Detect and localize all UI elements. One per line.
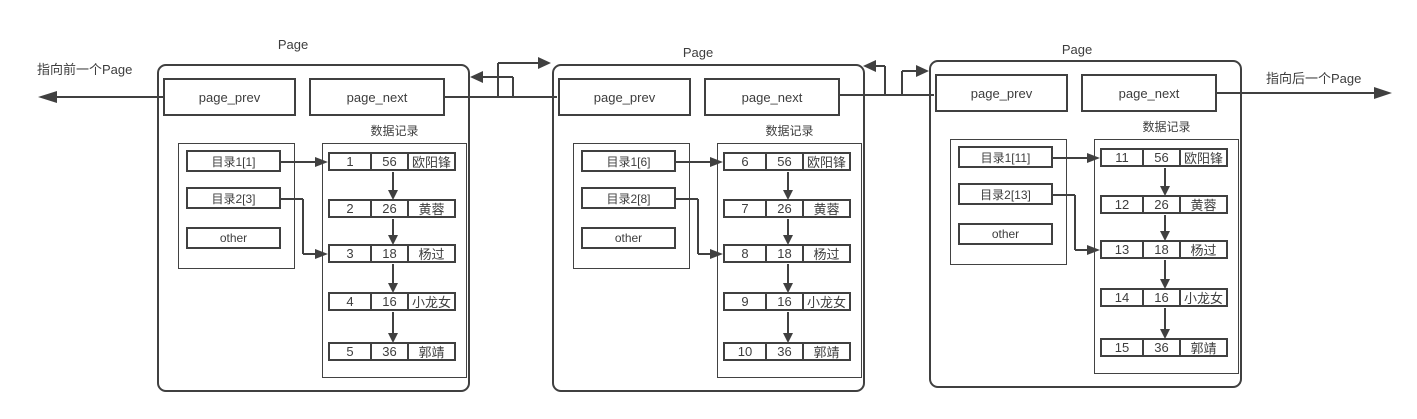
record-cell: 欧阳锋 [411, 155, 451, 170]
record-cell: 56 [372, 154, 409, 169]
page-box: page_prev page_next 数据记录 目录1[11] 目录2[13]… [929, 60, 1242, 388]
directory-entry-2: 目录2[8] [581, 187, 676, 209]
record-cell: 小龙女 [1183, 291, 1223, 306]
record-cell: 5 [330, 344, 372, 359]
record-cell: 郭靖 [418, 345, 445, 360]
directory-container: 目录1[1] 目录2[3] other [178, 143, 295, 269]
record-cell: 6 [725, 154, 767, 169]
page-title: Page [277, 37, 309, 52]
records-title: 数据记录 [370, 124, 419, 138]
record-cell: 12 [1102, 197, 1144, 212]
record-cell: 欧阳锋 [806, 155, 846, 170]
record-cell: 郭靖 [813, 345, 840, 360]
next-page-pointer-label: 指向后一个Page [1266, 71, 1362, 86]
record-cell: 黄蓉 [418, 202, 445, 217]
record-cell: 郭靖 [1190, 341, 1217, 356]
records-title: 数据记录 [1142, 120, 1191, 134]
record-cell: 36 [372, 344, 409, 359]
directory-entry-1: 目录1[11] [958, 146, 1053, 168]
record-cell: 36 [767, 344, 804, 359]
page-prev-field: page_prev [558, 78, 691, 116]
directory-container: 目录1[11] 目录2[13] other [950, 139, 1067, 265]
page-box: page_prev page_next 数据记录 目录1[1] 目录2[3] o… [157, 64, 470, 392]
record-cell: 3 [330, 246, 372, 261]
record-cell: 1 [330, 154, 372, 169]
record-cell: 杨过 [418, 247, 445, 262]
page-next-field: page_next [704, 78, 840, 116]
record-cell: 黄蓉 [813, 202, 840, 217]
record-cell: 26 [767, 201, 804, 216]
record-cell: 4 [330, 294, 372, 309]
record-cell: 10 [725, 344, 767, 359]
page-next-field: page_next [1081, 74, 1217, 112]
record-cell: 18 [1144, 242, 1181, 257]
page-prev-field: page_prev [935, 74, 1068, 112]
record-cell: 26 [372, 201, 409, 216]
directory-entry-other: other [581, 227, 676, 249]
record-cell: 11 [1102, 150, 1144, 165]
record-cell: 26 [1144, 197, 1181, 212]
page-next-field: page_next [309, 78, 445, 116]
record-cell: 18 [767, 246, 804, 261]
prev-page-arrow-head [38, 91, 57, 103]
page-title: Page [1061, 42, 1093, 57]
link1-next-arrow-head [538, 57, 551, 69]
records-title: 数据记录 [765, 124, 814, 138]
record-cell: 15 [1102, 340, 1144, 355]
page-title: Page [682, 45, 714, 60]
record-cell: 16 [372, 294, 409, 309]
directory-entry-other: other [186, 227, 281, 249]
record-cell: 56 [1144, 150, 1181, 165]
page-prev-field: page_prev [163, 78, 296, 116]
record-cell: 黄蓉 [1190, 198, 1217, 213]
prev-page-pointer-label: 指向前一个Page [37, 62, 133, 77]
directory-entry-1: 目录1[6] [581, 150, 676, 172]
record-cell: 杨过 [1190, 243, 1217, 258]
record-cell: 小龙女 [411, 295, 451, 310]
record-cell: 16 [1144, 290, 1181, 305]
record-cell: 56 [767, 154, 804, 169]
record-cell: 小龙女 [806, 295, 846, 310]
record-cell: 欧阳锋 [1183, 151, 1223, 166]
directory-entry-2: 目录2[3] [186, 187, 281, 209]
next-page-arrow-head [1374, 87, 1392, 99]
record-cell: 36 [1144, 340, 1181, 355]
record-cell: 16 [767, 294, 804, 309]
record-cell: 18 [372, 246, 409, 261]
record-cell: 14 [1102, 290, 1144, 305]
record-cell: 杨过 [813, 247, 840, 262]
record-cell: 8 [725, 246, 767, 261]
link2-prev-arrow-head [863, 60, 876, 72]
record-cell: 9 [725, 294, 767, 309]
record-cell: 13 [1102, 242, 1144, 257]
page-box: page_prev page_next 数据记录 目录1[6] 目录2[8] o… [552, 64, 865, 392]
record-cell: 7 [725, 201, 767, 216]
directory-container: 目录1[6] 目录2[8] other [573, 143, 690, 269]
directory-entry-other: other [958, 223, 1053, 245]
link1-prev-arrow-head [470, 71, 483, 83]
link2-next-arrow-head [916, 65, 929, 77]
directory-entry-1: 目录1[1] [186, 150, 281, 172]
record-cell: 2 [330, 201, 372, 216]
directory-entry-2: 目录2[13] [958, 183, 1053, 205]
